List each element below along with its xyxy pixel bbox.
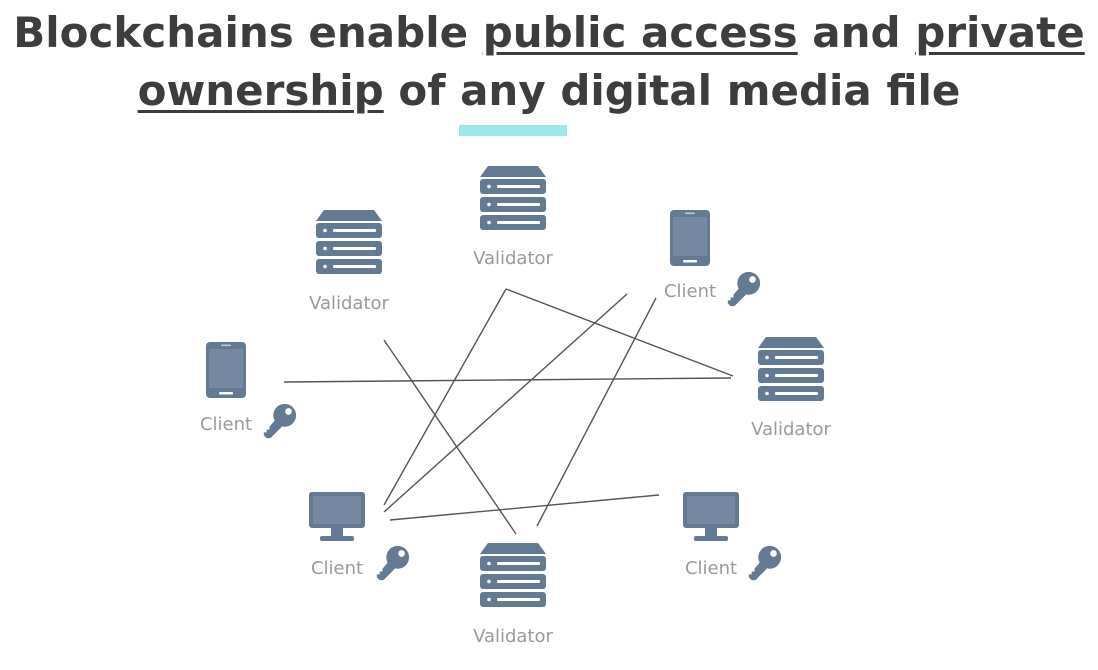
node-label: Validator: [751, 419, 831, 440]
server-icon: [316, 210, 382, 274]
node-label: Validator: [473, 248, 553, 269]
title-text-3: of any digital media file: [383, 66, 961, 115]
key-icon: [727, 271, 761, 307]
connection-line: [283, 377, 732, 383]
node-label: Validator: [473, 626, 553, 647]
connection-lines: [283, 288, 734, 535]
title-link-public-access[interactable]: public access: [482, 8, 798, 57]
server-icon: [758, 337, 824, 401]
validator-node-right: Validator: [751, 337, 832, 440]
tablet-icon: [670, 210, 710, 266]
node-label: Client: [311, 558, 363, 579]
validator-node-upper-left: Validator: [309, 210, 390, 314]
connection-line: [383, 339, 517, 535]
connection-line: [389, 494, 660, 521]
connection-line: [505, 288, 734, 377]
node-label: Client: [664, 281, 716, 302]
title-accent-bar: [459, 125, 567, 136]
server-icon: [480, 166, 546, 230]
connection-line: [536, 297, 657, 527]
monitor-icon: [683, 492, 739, 541]
validator-node-top: Validator: [473, 166, 554, 269]
tablet-icon: [206, 342, 246, 398]
client-node-upper-right: Client: [664, 210, 761, 307]
node-label: Client: [685, 558, 737, 579]
title-text-2: and: [797, 8, 916, 57]
validator-node-bottom: Validator: [473, 543, 554, 647]
key-icon: [748, 545, 782, 581]
node-label: Validator: [309, 293, 389, 314]
title-link-private[interactable]: private: [915, 8, 1085, 57]
node-label: Client: [200, 414, 252, 435]
key-icon: [263, 403, 297, 439]
page-title: Blockchains enable public access and pri…: [0, 4, 1098, 120]
connection-line: [383, 288, 507, 506]
connection-line: [383, 293, 628, 513]
client-node-lower-left: Client: [309, 492, 410, 581]
client-node-lower-right: Client: [683, 492, 782, 581]
client-node-left: Client: [200, 342, 297, 439]
server-icon: [480, 543, 546, 607]
title-link-ownership[interactable]: ownership: [137, 66, 384, 115]
key-icon: [376, 545, 410, 581]
monitor-icon: [309, 492, 365, 541]
title-text-1: Blockchains enable: [13, 8, 483, 57]
